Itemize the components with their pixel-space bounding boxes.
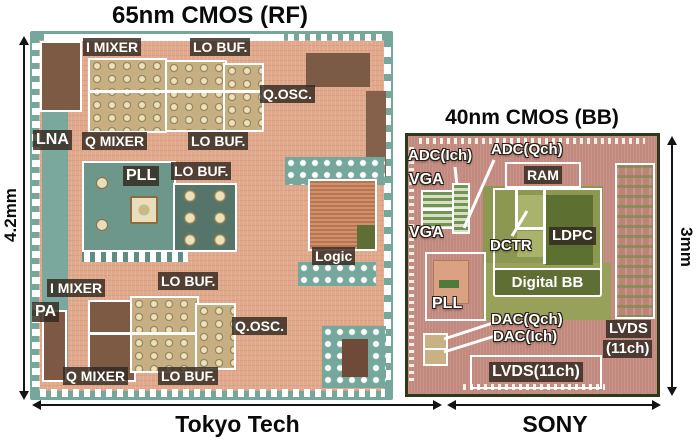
- rf-width-arrow: [32, 400, 442, 410]
- arrow-line: [39, 404, 435, 406]
- label-q-mixer-bot: Q MIXER: [63, 367, 129, 385]
- pointer-lines: [443, 159, 529, 354]
- label-q-mixer-top: Q MIXER: [82, 132, 148, 150]
- ram-block: RAM: [505, 162, 581, 188]
- rf-bottom-pads: [40, 389, 385, 397]
- block-divider: [88, 90, 260, 93]
- arrowhead: [667, 387, 677, 396]
- bb-height-dim-label: 3mm: [677, 227, 696, 267]
- label-dctr: DCTR: [490, 237, 532, 254]
- block-divider: [515, 190, 518, 228]
- label-ldpc: LDPC: [549, 227, 596, 245]
- label-adc-qch: ADC(Qch): [491, 141, 563, 158]
- label-lna: LNA: [33, 130, 72, 150]
- lna-block: [40, 41, 82, 112]
- die-texture: [96, 219, 108, 231]
- label-i-mixer-bot: I MIXER: [47, 279, 106, 297]
- rf-chip-title: 65nm CMOS (RF): [111, 2, 308, 29]
- bb-chip-title: 40nm CMOS (BB): [445, 106, 619, 129]
- label-lvds-right-1: LVDS: [606, 320, 651, 338]
- label-vga-bot: VGA: [409, 224, 444, 241]
- dac-block-2: [423, 348, 448, 366]
- lvds-right-block: [615, 163, 655, 319]
- lo-buf-block-top: [165, 60, 227, 132]
- rf-top-pad-bar: [44, 34, 284, 41]
- lo-buf-block-top2: [223, 63, 264, 132]
- die-texture: [96, 177, 108, 189]
- die-texture: [298, 262, 376, 286]
- label-lo-buf-1: LO BUF.: [190, 38, 251, 56]
- label-logic: Logic: [312, 247, 356, 265]
- bb-die-photo: RAM Digital BB LVDS(11ch) ADC(Ich): [405, 133, 660, 397]
- arrowhead: [19, 391, 29, 400]
- rf-top-pads: [288, 34, 383, 41]
- bb-top-pads: [419, 138, 645, 144]
- rf-height-arrow: [19, 36, 29, 400]
- lo-buf-block-mid: [173, 183, 237, 252]
- block-divider: [88, 332, 195, 335]
- arrow-line: [671, 143, 673, 389]
- bb-left-pads: [409, 147, 414, 383]
- label-adc-ich: ADC(Ich): [408, 147, 473, 164]
- label-pll-rf: PLL: [123, 166, 160, 186]
- label-lo-buf-3: LO BUF.: [171, 162, 232, 180]
- label-ram: RAM: [524, 166, 562, 184]
- arrowhead: [19, 36, 29, 45]
- bb-vendor-label: SONY: [522, 411, 588, 437]
- bb-height-arrow: [667, 136, 677, 396]
- bb-width-arrow: [447, 400, 661, 410]
- die-texture: [342, 339, 368, 377]
- arrowhead: [652, 400, 661, 410]
- label-vga-top: VGA: [409, 171, 444, 188]
- die-texture: [517, 231, 543, 257]
- rf-right-pads: [384, 47, 391, 383]
- rf-vendor-label: Tokyo Tech: [175, 411, 300, 437]
- arrowhead: [667, 136, 677, 145]
- arrowhead: [32, 400, 41, 410]
- die-texture: [306, 53, 370, 87]
- label-lvds-bottom: LVDS(11ch): [489, 362, 583, 382]
- rf-left-pads: [32, 43, 40, 387]
- label-pll-bb: PLL: [432, 295, 463, 312]
- label-lo-buf-2: LO BUF.: [188, 132, 249, 150]
- label-lo-buf-5: LO BUF.: [158, 367, 219, 385]
- block-divider: [543, 190, 546, 264]
- label-dac-ich: DAC(Ich): [493, 328, 558, 345]
- die-texture: [439, 280, 459, 288]
- die-texture: [366, 91, 386, 177]
- label-lvds-right-2: (11ch): [603, 340, 653, 358]
- lvds-bottom-block: LVDS(11ch): [470, 355, 602, 389]
- label-dac-qch: DAC(Qch): [491, 311, 563, 328]
- rf-height-dim-label: 4.2mm: [1, 188, 20, 242]
- arrow-line: [454, 404, 654, 406]
- die-texture: [357, 225, 375, 249]
- die-texture: [130, 196, 158, 224]
- arrow-line: [23, 43, 25, 393]
- label-q-osc-bot: Q.OSC.: [232, 317, 288, 335]
- arrowhead: [447, 400, 456, 410]
- label-digital-bb: Digital BB: [511, 274, 584, 291]
- rf-die-photo: I MIXER LO BUF. Q.OSC. LNA Q MIXER LO BU…: [30, 31, 393, 400]
- block-divider: [515, 227, 543, 230]
- die-texture: [82, 249, 188, 262]
- digital-bb-block: Digital BB: [493, 268, 602, 297]
- i-q-mixer-block: [88, 58, 167, 133]
- logic-block: [308, 179, 377, 251]
- lo-buf-block-bot2: [195, 303, 236, 370]
- arrowhead: [433, 400, 442, 410]
- label-i-mixer-top: I MIXER: [83, 38, 142, 56]
- pll-block-bb: [425, 252, 486, 321]
- label-q-osc-top: Q.OSC.: [260, 85, 316, 103]
- label-lo-buf-4: LO BUF.: [158, 272, 219, 290]
- label-pa: PA: [32, 302, 60, 322]
